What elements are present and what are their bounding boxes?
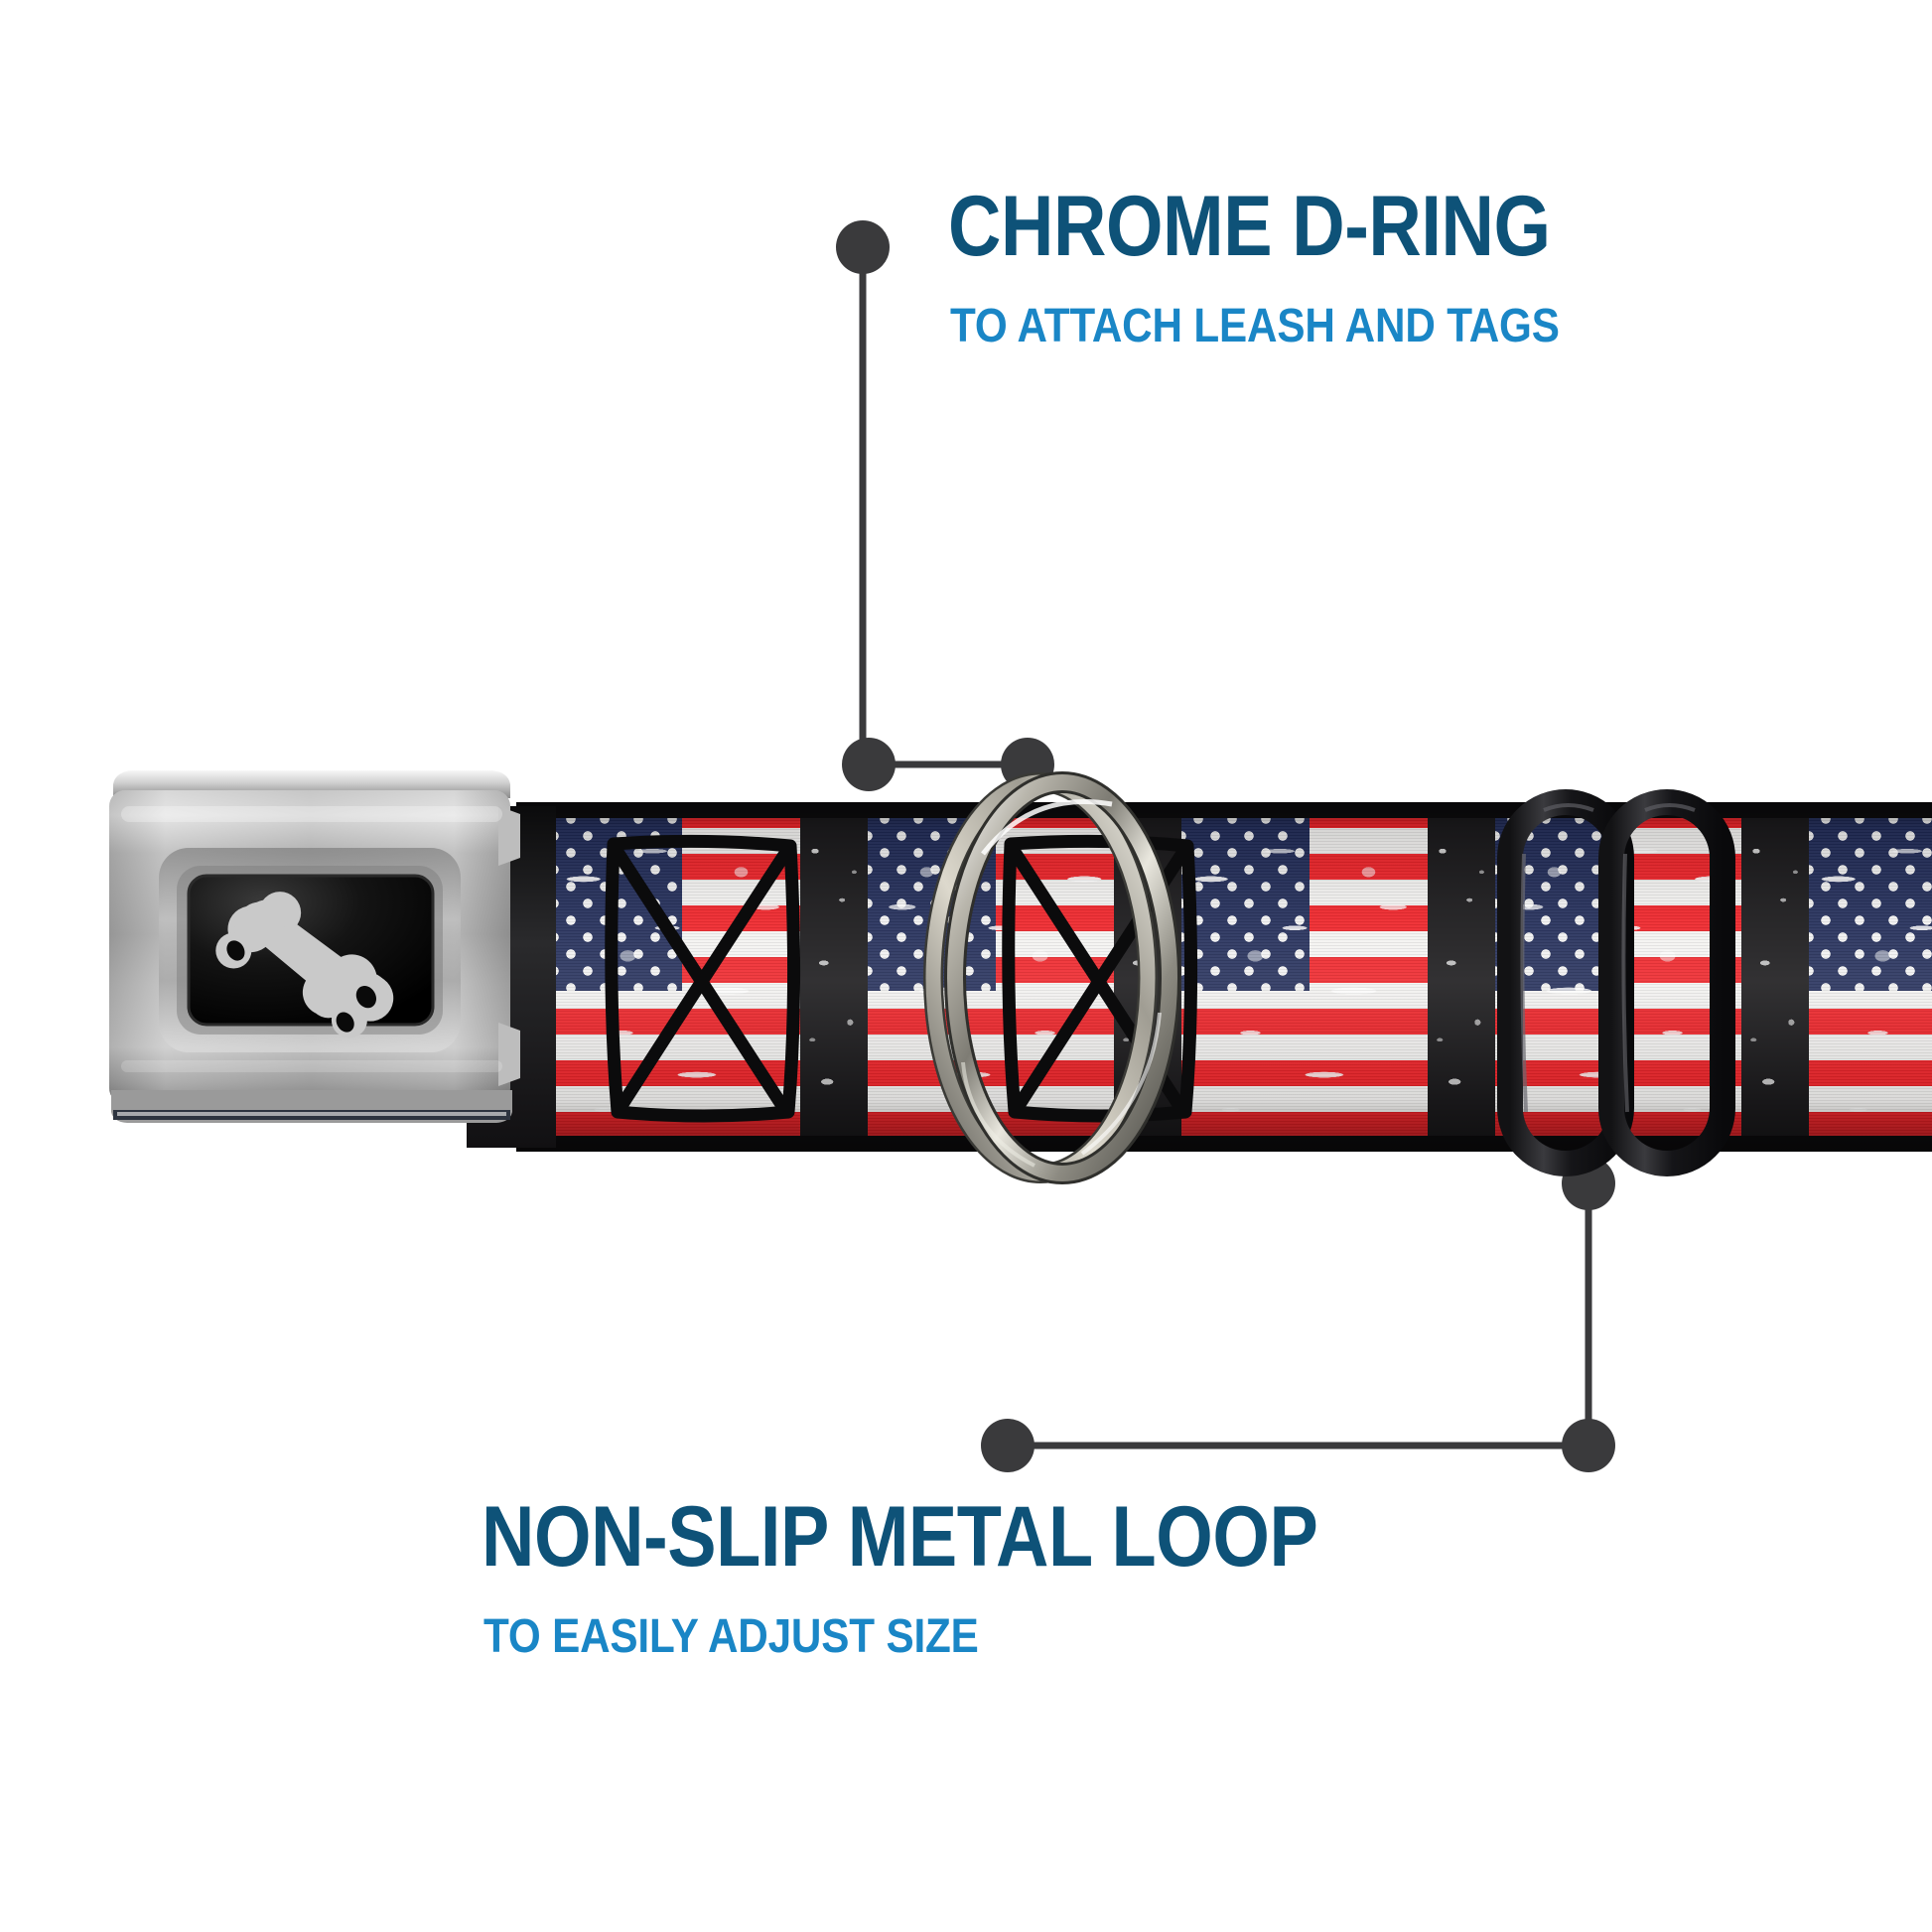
callout-title-chrome-d-ring: CHROME D-RING	[948, 179, 1551, 274]
seatbelt-buckle	[109, 770, 520, 1123]
non-slip-metal-loop	[1497, 789, 1735, 1176]
bone-logo-icon	[215, 892, 394, 1038]
callout-subtitle-chrome-d-ring: TO ATTACH LEASH AND TAGS	[950, 300, 1560, 352]
chrome-d-ring	[923, 771, 1180, 1184]
black-separator-band	[800, 802, 868, 1152]
black-separator-band	[1741, 802, 1809, 1152]
stitch-box-x-left	[605, 834, 801, 1123]
callout-title-non-slip-metal-loop: NON-SLIP METAL LOOP	[482, 1489, 1318, 1585]
black-separator-band	[1428, 802, 1495, 1152]
callout-subtitle-non-slip-metal-loop: TO EASILY ADJUST SIZE	[483, 1610, 979, 1663]
